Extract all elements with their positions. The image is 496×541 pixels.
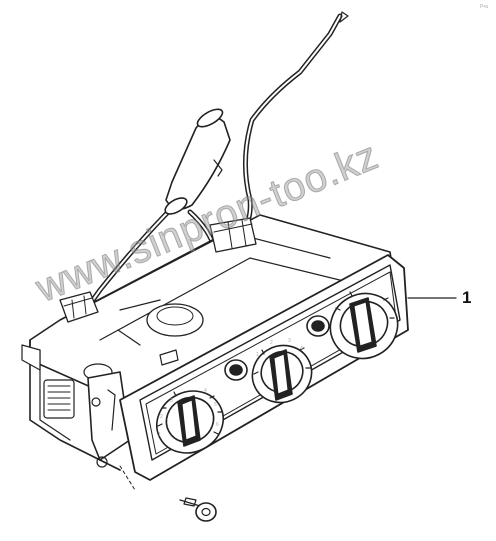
knob-left-mark: 1 (158, 432, 161, 438)
knob-center-mark: 2 (270, 340, 273, 346)
corner-mark: P•a (480, 4, 488, 10)
knob-left (156, 390, 224, 454)
knob-center-mark: 4 (300, 346, 303, 352)
knob-left-mark: 2 (160, 414, 163, 420)
push-buttons (224, 315, 330, 381)
knob-center-mark: 3 (288, 338, 291, 344)
knob-center (251, 344, 313, 404)
knob-left-mark: 6 (216, 422, 219, 428)
knob-right (329, 292, 399, 360)
knob-left-mark: 4 (204, 388, 207, 394)
knob-tick-marks (157, 291, 395, 435)
knob-center-mark: 1 (256, 352, 259, 358)
housing-body (21, 214, 393, 471)
knob-left-mark: 3 (170, 398, 173, 404)
mounting-screw (119, 465, 217, 522)
cable-sleeve (164, 108, 231, 215)
callout-number: 1 (462, 288, 472, 307)
knob-left-mark: 5 (214, 402, 217, 408)
